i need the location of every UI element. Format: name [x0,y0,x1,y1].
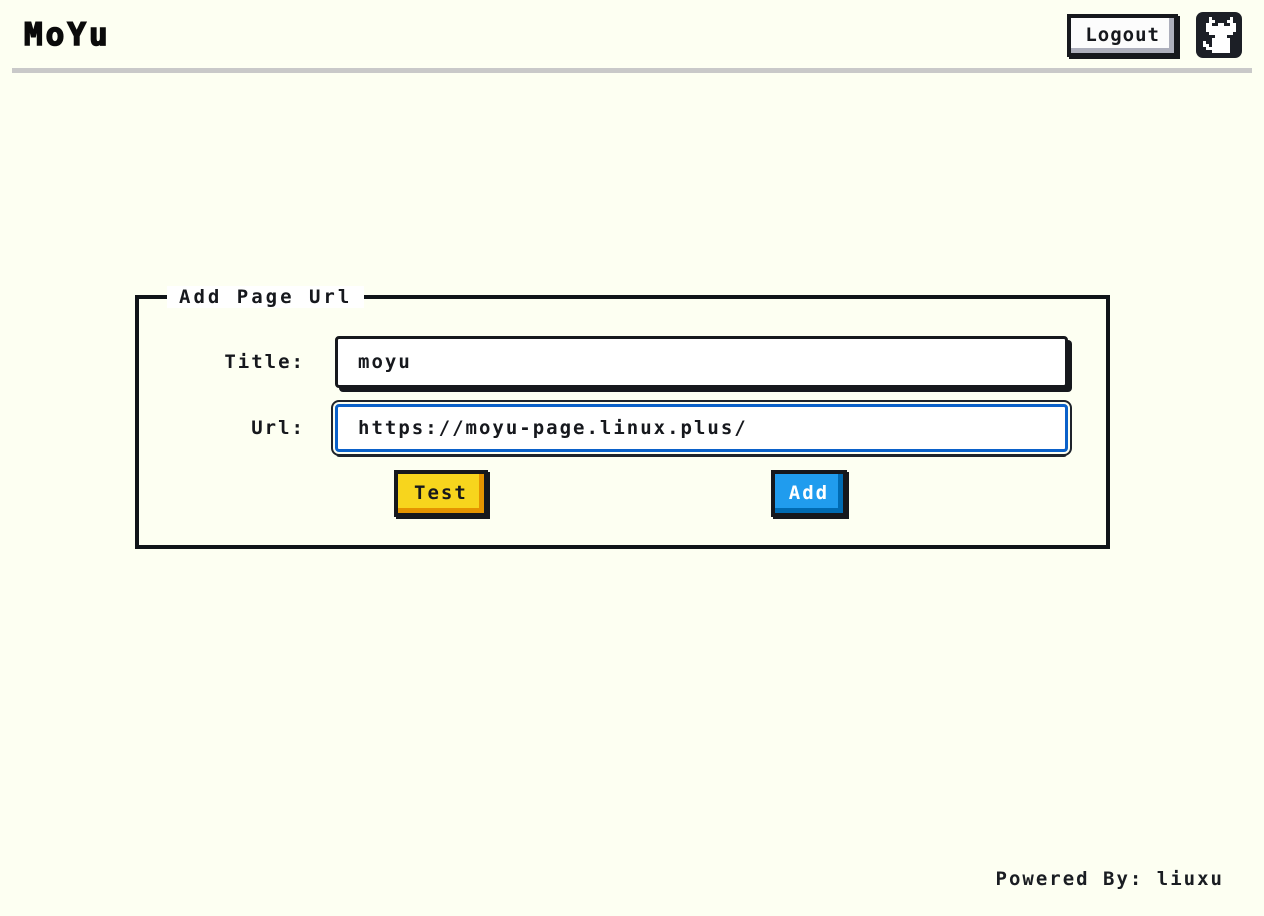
url-field-row: Url: [139,404,1068,452]
form-legend: Add Page Url [167,286,365,308]
form-button-row: Test Add [139,470,1068,517]
add-page-url-form: Add Page Url Title: Url: Test Add [135,286,1110,549]
github-link[interactable] [1196,12,1242,58]
github-octocat-icon [1203,17,1206,20]
powered-by-credit: Powered By: liuxu [995,868,1224,890]
header-divider [12,68,1252,73]
title-field-row: Title: [139,336,1068,388]
add-button[interactable]: Add [770,470,848,517]
title-input[interactable] [335,336,1068,388]
logout-button[interactable]: Logout [1067,13,1178,57]
title-label: Title: [224,351,305,373]
test-button[interactable]: Test [394,470,488,517]
header: MoYu Logout [0,0,1264,66]
url-input[interactable] [335,404,1068,452]
app-title: MoYu [23,16,111,54]
url-label: Url: [251,417,305,439]
